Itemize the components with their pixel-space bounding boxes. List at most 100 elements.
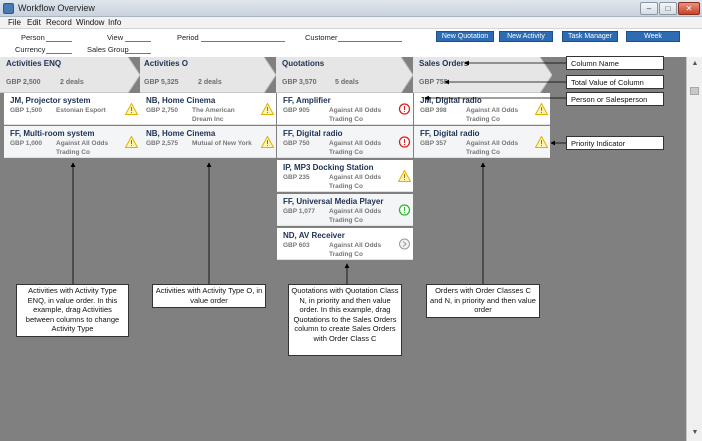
sales-group-label: Sales Group (87, 45, 129, 54)
maximize-button[interactable]: □ (659, 2, 677, 15)
deal-card[interactable]: NB, Home Cinema GBP 2,575 Mutual of New … (140, 126, 276, 158)
period-field[interactable] (201, 41, 285, 42)
card-customer: Against All Odds Trading Co (329, 140, 382, 156)
customer-field[interactable] (338, 41, 402, 42)
chevron-arrow-icon (540, 57, 552, 93)
menu-window[interactable]: Window (76, 18, 105, 27)
person-field[interactable] (46, 41, 72, 42)
card-customer: The American Dream Inc (192, 107, 235, 123)
column-header-sales-orders: Sales Orders GBP 755 (413, 57, 540, 93)
ok-circle-icon (398, 204, 411, 216)
card-title: FF, Amplifier (283, 96, 331, 105)
week-button[interactable]: Week (626, 31, 680, 42)
alert-circle-icon (398, 136, 411, 148)
column-name: Activities ENQ (6, 59, 62, 68)
card-amount: GBP 603 (283, 242, 310, 249)
card-customer: Estonian Esport (56, 107, 106, 114)
card-customer: Against All Odds Trading Co (329, 107, 382, 123)
card-title: FF, Digital radio (420, 129, 480, 138)
column-total: GBP 2,500 (6, 79, 41, 86)
menu-info[interactable]: Info (108, 18, 122, 27)
task-manager-button[interactable]: Task Manager (562, 31, 618, 42)
chevron-circle-icon (399, 238, 410, 250)
person-label: Person (21, 33, 45, 42)
callout-orders: Orders with Order Classes C and N, in pr… (426, 284, 540, 318)
callout-person: Person or Salesperson (566, 92, 664, 106)
warning-triangle-icon (261, 103, 274, 115)
period-label: Period (177, 33, 199, 42)
column-total: GBP 5,325 (144, 79, 179, 86)
card-customer: Against All Odds Trading Co (329, 242, 382, 258)
chevron-arrow-icon (264, 57, 276, 93)
scroll-down-icon[interactable]: ▼ (691, 429, 699, 436)
card-title: NB, Home Cinema (146, 129, 216, 138)
deal-card[interactable]: JM, Projector system GBP 1,500 Estonian … (4, 93, 140, 125)
warning-triangle-icon (261, 136, 274, 148)
close-button[interactable]: ✕ (678, 2, 700, 15)
deal-card[interactable]: FF, Digital radio GBP 750 Against All Od… (277, 126, 413, 158)
column-total: GBP 3,570 (282, 79, 317, 86)
deal-card[interactable]: FF, Amplifier GBP 905 Against All Odds T… (277, 93, 413, 125)
card-customer: Against All Odds Trading Co (56, 140, 109, 156)
card-amount: GBP 905 (283, 107, 310, 114)
minimize-button[interactable]: – (640, 2, 658, 15)
warning-triangle-icon (535, 103, 548, 115)
column-deals: 5 deals (335, 79, 359, 86)
menu-record[interactable]: Record (46, 18, 72, 27)
card-customer: Mutual of New York (192, 140, 252, 147)
card-amount: GBP 235 (283, 174, 310, 181)
card-amount: GBP 398 (420, 107, 447, 114)
warning-triangle-icon (398, 170, 411, 182)
column-header-quotations: Quotations GBP 3,570 5 deals (276, 57, 401, 93)
card-title: FF, Multi-room system (10, 129, 95, 138)
column-total: GBP 755 (419, 79, 448, 86)
deal-card[interactable]: ND, AV Receiver GBP 603 Against All Odds… (277, 228, 413, 260)
callout-activities-o: Activities with Activity Type O, in valu… (152, 284, 266, 308)
menu-file[interactable]: File (8, 18, 21, 27)
card-title: JM, Projector system (10, 96, 91, 105)
column-header-activities-o: Activities O GBP 5,325 2 deals (140, 57, 264, 93)
scroll-thumb[interactable] (690, 87, 699, 95)
menu-bar: File Edit Record Window Info (0, 17, 702, 29)
vertical-scrollbar[interactable]: ▲ ▼ (686, 57, 702, 441)
alert-circle-icon (398, 103, 411, 115)
card-title: FF, Universal Media Player (283, 197, 384, 206)
app-icon (3, 3, 14, 14)
deal-card[interactable]: IP, MP3 Docking Station GBP 235 Against … (277, 160, 413, 192)
chevron-arrow-icon (128, 57, 140, 93)
card-amount: GBP 1,077 (283, 208, 316, 215)
currency-field[interactable] (46, 53, 72, 54)
scroll-up-icon[interactable]: ▲ (691, 60, 699, 67)
column-name: Quotations (282, 59, 325, 68)
deal-card[interactable]: JM, Digital radio GBP 398 Against All Od… (414, 93, 550, 125)
deal-card[interactable]: FF, Universal Media Player GBP 1,077 Aga… (277, 194, 413, 226)
new-activity-button[interactable]: New Activity (499, 31, 553, 42)
card-title: NB, Home Cinema (146, 96, 216, 105)
column-deals: 2 deals (60, 79, 84, 86)
chevron-arrow-icon (401, 57, 413, 93)
card-amount: GBP 2,750 (146, 107, 179, 114)
warning-triangle-icon (125, 103, 138, 115)
customer-label: Customer (305, 33, 338, 42)
callout-priority: Priority Indicator (566, 136, 664, 150)
deal-card[interactable]: NB, Home Cinema GBP 2,750 The American D… (140, 93, 276, 125)
deal-card[interactable]: FF, Digital radio GBP 357 Against All Od… (414, 126, 550, 158)
card-title: FF, Digital radio (283, 129, 343, 138)
title-bar: Workflow Overview – □ ✕ (0, 0, 702, 17)
callout-activities-enq: Activities with Activity Type ENQ, in va… (16, 284, 129, 337)
deal-card[interactable]: FF, Multi-room system GBP 1,000 Against … (4, 126, 140, 158)
view-label: View (107, 33, 124, 42)
column-header-activities-enq: Activities ENQ GBP 2,500 2 deals (0, 57, 128, 93)
card-customer: Against All Odds Trading Co (466, 140, 519, 156)
new-quotation-button[interactable]: New Quotation (436, 31, 494, 42)
warning-triangle-icon (125, 136, 138, 148)
column-name: Activities O (144, 59, 189, 68)
warning-triangle-icon (535, 136, 548, 148)
view-field[interactable] (125, 41, 151, 42)
sales-group-field[interactable] (125, 53, 151, 54)
menu-edit[interactable]: Edit (27, 18, 41, 27)
currency-label: Currency (15, 45, 46, 54)
card-amount: GBP 357 (420, 140, 447, 147)
column-name: Sales Orders (419, 59, 469, 68)
column-deals: 2 deals (198, 79, 222, 86)
